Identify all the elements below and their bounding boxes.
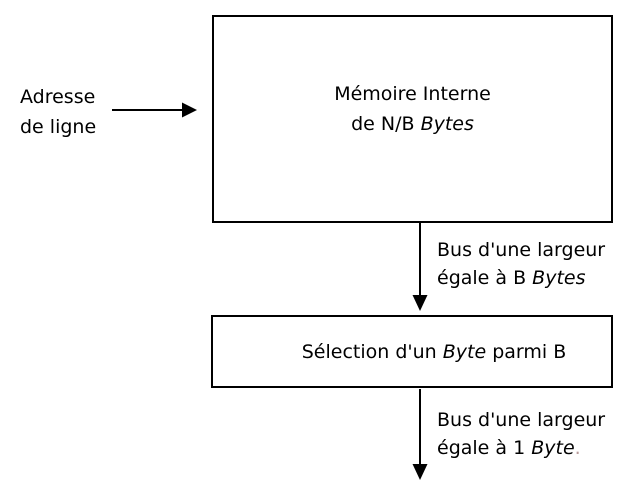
address-line-label: Adresse de ligne bbox=[20, 82, 96, 142]
memory-box-line2: de N/B Bytes bbox=[214, 109, 611, 139]
bus-label-top-line1: Bus d'une largeur bbox=[437, 239, 606, 261]
memory-box-title: Mémoire Interne bbox=[334, 83, 491, 105]
arrowhead bbox=[412, 295, 428, 311]
down-arrow-icon bbox=[412, 223, 428, 311]
selection-box-text: Sélection d'un Byte parmi B bbox=[302, 341, 567, 363]
selection-box-prefix: Sélection d'un bbox=[301, 340, 443, 363]
address-label-line1: Adresse bbox=[20, 86, 96, 108]
memory-box-line1: Mémoire Interne bbox=[214, 79, 611, 109]
selection-box: Sélection d'un Byte parmi B bbox=[211, 315, 613, 388]
bus-label-top-line2-italic: Bytes bbox=[532, 267, 586, 289]
bus-label-bottom-line2-prefix: égale à 1 bbox=[437, 437, 532, 459]
down-arrow-icon bbox=[412, 389, 428, 480]
bus-width-label-bottom: Bus d'une largeur égale à 1 Byte. bbox=[437, 406, 605, 462]
address-label-line2: de ligne bbox=[20, 116, 97, 138]
right-arrow-icon bbox=[112, 102, 197, 118]
bus-label-top-line2-prefix: égale à B bbox=[437, 267, 533, 289]
memory-box-line2-prefix: de N/B bbox=[351, 113, 421, 135]
bus-label-bottom-line2-italic: Byte bbox=[531, 437, 575, 459]
bus-label-bottom-line1: Bus d'une largeur bbox=[437, 409, 606, 431]
arrowhead bbox=[182, 102, 197, 118]
bus-width-label-top: Bus d'une largeur égale à B Bytes bbox=[437, 236, 605, 292]
selection-box-italic: Byte bbox=[442, 340, 487, 363]
selection-box-suffix: parmi B bbox=[486, 340, 567, 363]
trailing-period-mark: . bbox=[574, 437, 581, 459]
bus-label-top-line2: égale à B Bytes bbox=[437, 264, 605, 292]
arrowhead bbox=[412, 464, 428, 480]
memory-box-line2-italic: Bytes bbox=[420, 113, 474, 135]
bus-label-bottom-line2: égale à 1 Byte. bbox=[437, 434, 605, 462]
memory-box: Mémoire Interne de N/B Bytes bbox=[212, 15, 613, 223]
